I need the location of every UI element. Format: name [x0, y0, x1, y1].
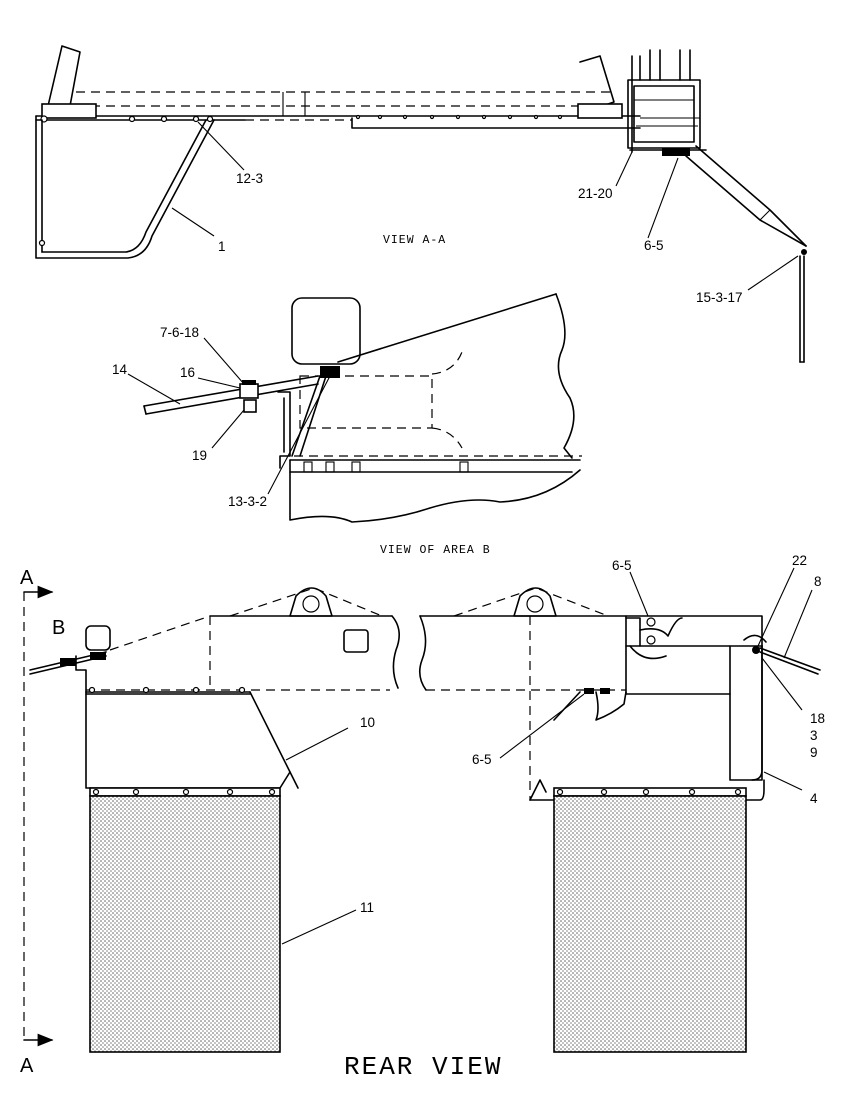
callout-19: 19 [192, 448, 207, 463]
left-mud-flap [89, 795, 281, 1053]
view-of-area-b-leaders [127, 337, 331, 495]
rear-view-right-assembly [418, 587, 821, 1053]
section-marker-a-bottom: A [20, 1055, 34, 1077]
left-flap-rivets [92, 788, 276, 796]
rear-view-title: REAR VIEW [344, 1052, 502, 1082]
callout-14: 14 [112, 362, 128, 377]
callout-10: 10 [360, 715, 375, 730]
callout-12-3: 12-3 [236, 171, 263, 186]
view-a-a-title: VIEW A-A [383, 234, 446, 247]
callout-22: 22 [792, 553, 807, 568]
callout-4: 4 [810, 791, 818, 806]
callout-15-3-17: 15-3-17 [696, 290, 743, 305]
callout-18: 18 [810, 711, 825, 726]
rail-bolt-holes [40, 114, 563, 123]
section-marker-b: B [52, 617, 65, 639]
callout-6-5-rear-top: 6-5 [612, 558, 632, 573]
rear-view-leaders [281, 567, 813, 945]
right-mud-flap [553, 795, 747, 1053]
rear-view-left-assembly [29, 587, 400, 1053]
callout-16: 16 [180, 365, 195, 380]
view-of-area-b-drawing [143, 293, 582, 523]
callout-13-3-2: 13-3-2 [228, 494, 267, 509]
section-line-a-a [23, 585, 54, 1047]
section-marker-a-top: A [20, 567, 34, 589]
callout-3: 3 [810, 728, 818, 743]
callout-1: 1 [218, 239, 226, 254]
right-flap-rivets [556, 788, 742, 796]
callout-7-6-18: 7-6-18 [160, 325, 199, 340]
callout-6-5-top: 6-5 [644, 238, 664, 253]
view-a-a-drawing [35, 45, 807, 363]
callout-11: 11 [360, 900, 374, 915]
view-a-a-leaders [171, 121, 799, 291]
view-of-area-b-title: VIEW OF AREA B [380, 544, 491, 557]
rear-left-bolts [88, 686, 246, 694]
callout-9: 9 [810, 745, 818, 760]
callout-21-20: 21-20 [578, 186, 613, 201]
callout-6-5-rear-mid: 6-5 [472, 752, 492, 767]
callout-8: 8 [814, 574, 822, 589]
